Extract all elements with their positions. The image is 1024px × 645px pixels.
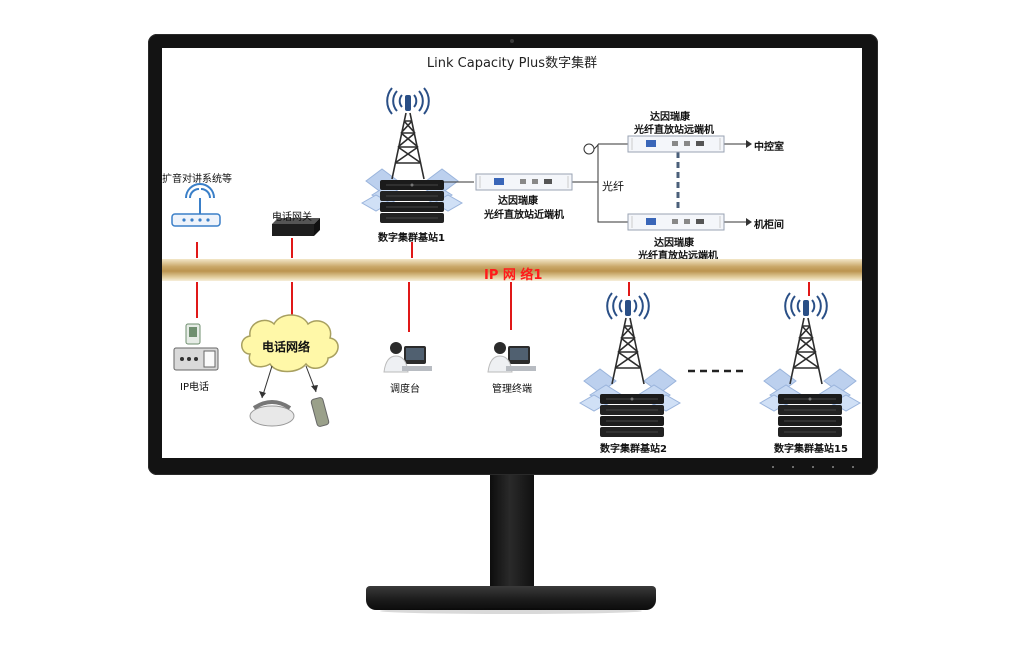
fiber-label: 光纤 xyxy=(602,180,624,193)
ip-phone-label: IP电话 xyxy=(180,382,209,393)
management-terminal-label: 管理终端 xyxy=(492,384,532,395)
fiber-links xyxy=(444,140,752,226)
pa-system-label: 扩音对讲系统等 xyxy=(162,174,232,185)
repeater-near-label: 光纤直放站近端机 xyxy=(484,210,564,221)
ip-network-label: IP 网 络1 xyxy=(484,268,543,283)
link-pa-top xyxy=(196,242,198,258)
monitor-button[interactable] xyxy=(852,466,854,468)
repeater-far-top-brand: 达因瑞康 xyxy=(650,112,690,123)
monitor-stand-neck xyxy=(490,475,534,593)
cabinet-room-label: 机柜间 xyxy=(754,220,784,231)
diagram-title: Link Capacity Plus数字集群 xyxy=(426,56,598,71)
ip-network-bar xyxy=(162,259,862,281)
repeater-far-bottom-brand: 达因瑞康 xyxy=(654,238,694,249)
link-base-station-15 xyxy=(808,282,810,296)
monitor-button[interactable] xyxy=(792,466,794,468)
repeater-near-brand: 达因瑞康 xyxy=(498,196,538,207)
control-room-label: 中控室 xyxy=(754,142,784,153)
monitor-button[interactable] xyxy=(812,466,814,468)
repeater-far-bottom-label: 光纤直放站远端机 xyxy=(638,251,718,262)
phone-network-label: 电话网络 xyxy=(262,340,311,354)
link-phone-network xyxy=(291,282,293,322)
monitor-stand-base xyxy=(366,586,656,610)
link-gateway-top xyxy=(291,238,293,258)
base-station-2-label: 数字集群基站2 xyxy=(600,444,667,455)
ip-phone-device xyxy=(173,323,219,371)
management-terminal-operator xyxy=(487,341,537,373)
phone-network-cloud xyxy=(241,314,339,427)
webcam xyxy=(510,39,514,43)
dispatch-console-label: 调度台 xyxy=(390,384,420,395)
link-base-station-1 xyxy=(411,242,413,258)
base-station-15-label: 数字集群基站15 xyxy=(774,444,848,455)
base-station-1-label: 数字集群基站1 xyxy=(378,233,445,244)
link-management xyxy=(510,282,512,330)
repeater-far-top-label: 光纤直放站远端机 xyxy=(634,125,714,136)
monitor-screen: Link Capacity Plus数字集群 xyxy=(162,48,862,458)
station-ellipsis-dashes xyxy=(688,369,748,373)
stand-shadow xyxy=(380,608,642,614)
link-dispatch xyxy=(408,282,410,332)
phone-gateway-label: 电话网关 xyxy=(272,212,312,223)
link-ip-phone xyxy=(196,282,198,318)
link-base-station-2 xyxy=(628,282,630,296)
phone-gateway-device xyxy=(272,218,320,236)
monitor-button[interactable] xyxy=(772,466,774,468)
monitor-button[interactable] xyxy=(832,466,834,468)
pa-system-router-icon xyxy=(171,183,221,227)
